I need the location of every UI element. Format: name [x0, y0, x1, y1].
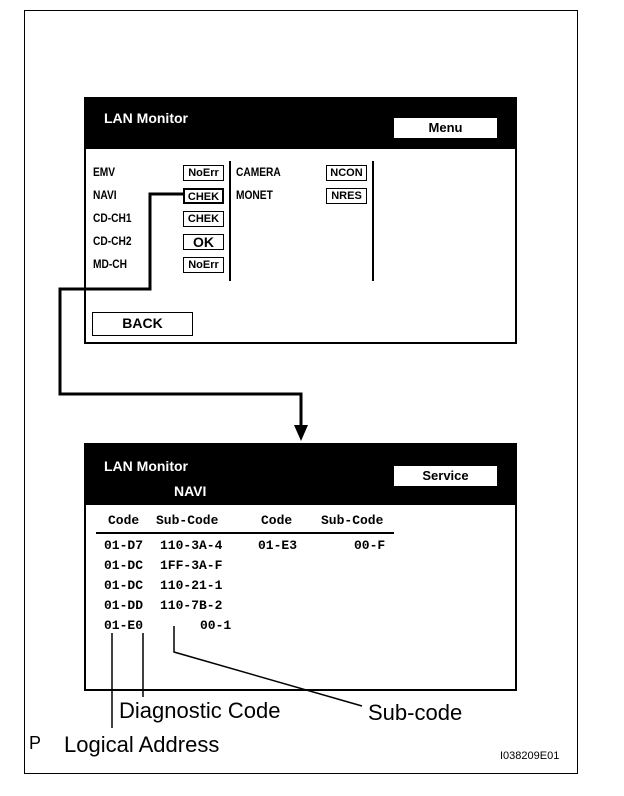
screen-title: LAN Monitor — [104, 458, 188, 474]
lan-monitor-screen: LAN Monitor Menu EMV NAVI CD-CH1 CD-CH2 … — [84, 97, 517, 344]
device-label: MONET — [236, 188, 273, 202]
logical-address-annotation: Logical Address — [64, 732, 220, 757]
figure-frame — [24, 10, 578, 774]
column-header: Code — [261, 513, 293, 528]
device-label: NAVI — [93, 188, 117, 202]
device-label: CD-CH2 — [93, 234, 132, 248]
service-screen: LAN Monitor NAVI Service Code Sub-Code C… — [84, 443, 517, 691]
back-button[interactable]: BACK — [92, 312, 193, 336]
image-id: I038209E01 — [500, 750, 560, 762]
page-marker: P — [29, 733, 42, 753]
column-header: Sub-Code — [321, 513, 384, 528]
subcode-cell: 110-21-1 — [160, 578, 223, 593]
status-button[interactable]: OK — [183, 234, 224, 250]
diagnostic-code-annotation: Diagnostic Code — [119, 698, 281, 723]
header-underline — [96, 532, 394, 534]
navi-connector-arrow-line — [58, 192, 303, 428]
device-label: CD-CH1 — [93, 211, 132, 225]
column-divider — [372, 161, 374, 281]
column-header: Sub-Code — [156, 513, 219, 528]
code-cell: 01-D7 — [104, 538, 144, 553]
code-cell: 01-DC — [104, 558, 144, 573]
status-button[interactable]: NoErr — [183, 257, 224, 273]
column-divider — [229, 161, 231, 281]
subcode-cell: 1FF-3A-F — [160, 558, 223, 573]
status-button[interactable]: NCON — [326, 165, 367, 181]
subcode-cell: 110-3A-4 — [160, 538, 223, 553]
code-cell: 01-E0 — [104, 618, 144, 633]
status-button[interactable]: NoErr — [183, 165, 224, 181]
sub-code-leader — [173, 626, 363, 707]
device-label: CAMERA — [236, 165, 281, 179]
code-cell: 01-DD — [104, 598, 144, 613]
sub-code-annotation: Sub-code — [368, 700, 463, 725]
screen-subtitle: NAVI — [174, 483, 207, 499]
column-header: Code — [108, 513, 140, 528]
code-cell: 01-E3 — [258, 538, 298, 553]
service-button[interactable]: Service — [393, 465, 498, 487]
subcode-cell: 00-F — [354, 538, 386, 553]
device-label: MD-CH — [93, 257, 127, 271]
device-label: EMV — [93, 165, 116, 179]
menu-button[interactable]: Menu — [393, 117, 498, 139]
status-button[interactable]: CHEK — [183, 188, 224, 204]
status-button[interactable]: CHEK — [183, 211, 224, 227]
status-button[interactable]: NRES — [326, 188, 367, 204]
subcode-cell: 110-7B-2 — [160, 598, 223, 613]
screen-title: LAN Monitor — [104, 110, 188, 126]
code-cell: 01-DC — [104, 578, 144, 593]
arrow-head-icon — [294, 425, 308, 441]
subcode-cell: 00-1 — [200, 618, 232, 633]
